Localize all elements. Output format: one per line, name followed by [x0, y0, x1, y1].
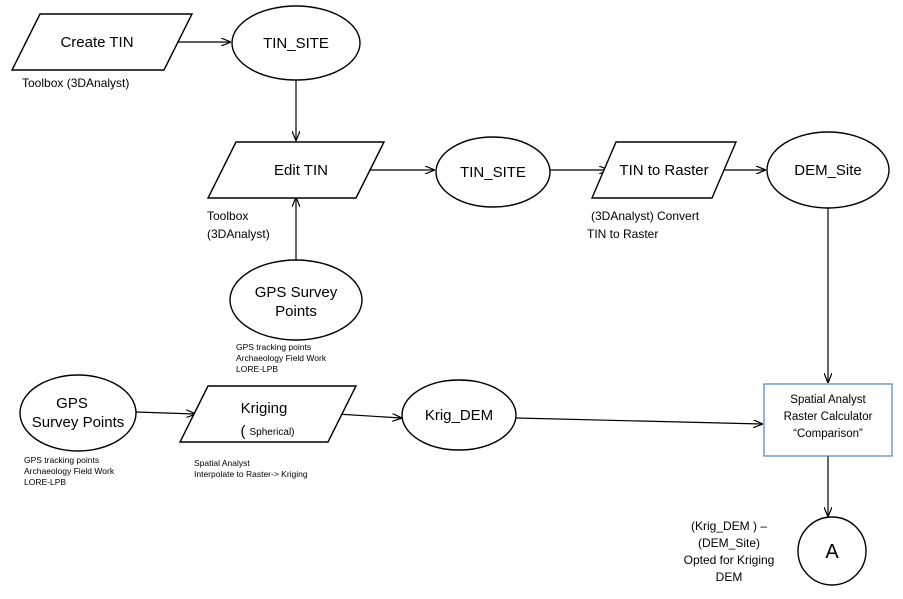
tin-site-mid-node[interactable]: TIN_SITE [435, 136, 551, 208]
tin-to-raster-label: TIN to Raster [619, 162, 708, 179]
gps-lower-label-line2: Survey Points [32, 414, 125, 431]
raster-calc-line1: Spatial Analyst [790, 394, 866, 406]
tin-to-raster-node[interactable]: TIN to Raster [590, 141, 738, 199]
gps-upper-note-line2: Archaeology Field Work [236, 353, 327, 363]
create-tin-label: Create TIN [60, 34, 133, 51]
kriging-note-line2: Interpolate to Raster-> Kriging [194, 469, 308, 479]
gps-lower-note-line2: Archaeology Field Work [24, 466, 115, 476]
krig-dem-node[interactable]: Krig_DEM [401, 379, 517, 451]
raster-calc-line2: Raster Calculator [784, 411, 873, 423]
kriging-node[interactable]: Kriging ( Spherical) [178, 385, 358, 443]
gps-upper-note-line3: LORE-LPB [236, 364, 278, 374]
dem-site-node[interactable]: DEM_Site [766, 131, 890, 209]
connector-a-node[interactable]: A [797, 516, 867, 586]
edit-tin-label: Edit TIN [274, 162, 328, 179]
edit-tin-node[interactable]: Edit TIN [206, 141, 386, 199]
result-note-line3: Opted for Kriging [684, 553, 775, 567]
create-tin-node[interactable]: Create TIN [10, 13, 194, 71]
edge-gps-to-kriging [135, 412, 195, 414]
tin-to-raster-note-line2: TIN to Raster [587, 227, 658, 241]
raster-calculator-node[interactable]: Spatial Analyst Raster Calculator “Compa… [763, 383, 893, 457]
connector-a-label: A [825, 541, 839, 563]
krig-dem-label: Krig_DEM [425, 407, 493, 424]
gps-survey-points-lower-node[interactable]: GPS Survey Points [19, 374, 137, 452]
dem-site-label: DEM_Site [794, 162, 862, 179]
kriging-sub-label: Spherical) [249, 427, 294, 438]
gps-lower-label-line1: GPS [56, 395, 88, 412]
raster-calc-line3: “Comparison” [793, 428, 863, 440]
gps-lower-note-line3: LORE-LPB [24, 477, 66, 487]
edge-kriging-to-krig-dem [336, 413, 401, 418]
tin-site-top-node[interactable]: TIN_SITE [231, 5, 361, 81]
gps-upper-note-line1: GPS tracking points [236, 342, 311, 352]
tin-site-top-label: TIN_SITE [263, 35, 329, 52]
result-note-line4: DEM [716, 570, 743, 584]
kriging-label: Kriging [241, 400, 288, 417]
result-note-line2: (DEM_Site) [698, 536, 760, 550]
edit-tin-note-line2: (3DAnalyst) [207, 227, 270, 241]
gps-survey-points-upper-node[interactable]: GPS Survey Points [229, 259, 363, 341]
create-tin-note: Toolbox (3DAnalyst) [22, 76, 129, 90]
edge-krig-dem-to-calc [515, 417, 762, 424]
kriging-sub-paren: ( [241, 423, 246, 440]
gps-upper-label-line1: GPS Survey [255, 284, 338, 301]
edges [135, 42, 828, 516]
kriging-note-line1: Spatial Analyst [194, 458, 250, 468]
tin-site-mid-label: TIN_SITE [460, 164, 526, 181]
edit-tin-note-line1: Toolbox [207, 209, 248, 223]
tin-to-raster-note-line1: (3DAnalyst) Convert [591, 209, 700, 223]
result-note-line1: (Krig_DEM ) – [691, 519, 767, 533]
gps-upper-label-line2: Points [275, 303, 317, 320]
gps-lower-note-line1: GPS tracking points [24, 455, 99, 465]
